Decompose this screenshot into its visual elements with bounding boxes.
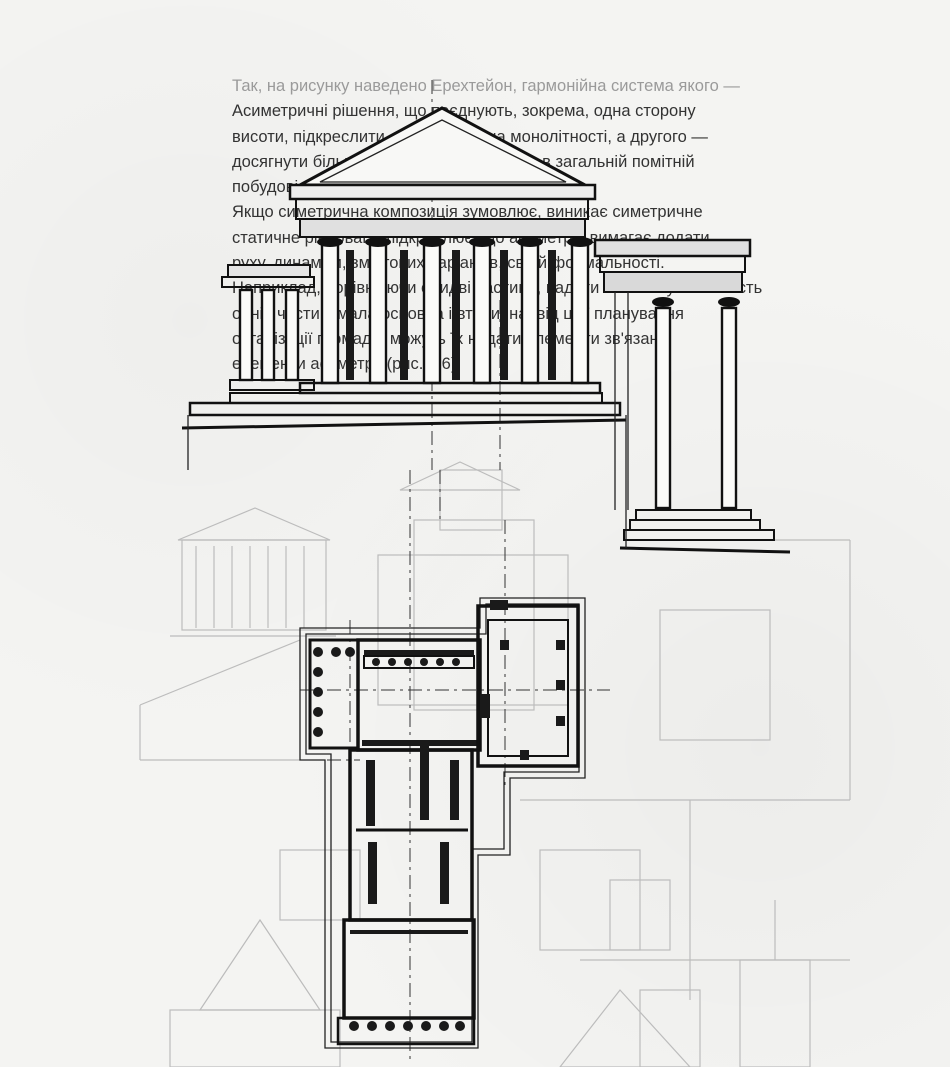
ghost-lower-buildings	[169, 849, 850, 1067]
ghost-temple	[170, 507, 336, 637]
caryatid-porch	[221, 264, 315, 391]
plan-north-columns	[500, 640, 565, 760]
text-line-1: Так, на рисунку наведено Ерехтейон, гарм…	[232, 77, 740, 95]
plan-cella-columns	[372, 658, 460, 666]
plan-east-columns	[349, 1021, 465, 1031]
text-line-8: руху, динаміки, змістових варіантів, сво…	[232, 254, 665, 273]
plan-caryatids	[313, 647, 355, 737]
elevation-drawing	[181, 80, 791, 554]
main-colonnade	[317, 237, 593, 385]
plan-drawing	[299, 470, 610, 1060]
north-porch	[593, 238, 791, 554]
text-line-5: побудові.	[232, 178, 303, 197]
text-line-2: Асиметричні рішення, що поєднують, зокре…	[232, 102, 696, 121]
text-line-6: Якщо симетрична композиція зумовлює, вин…	[232, 203, 703, 222]
